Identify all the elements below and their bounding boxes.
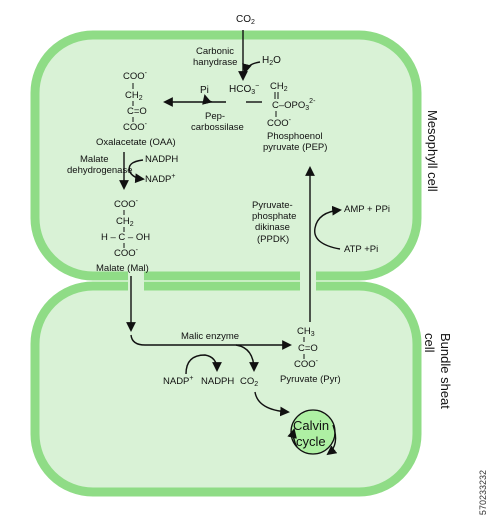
svg-text:COO-: COO- — [267, 117, 292, 129]
c4-pathway-diagram: Mesophyll cell Bundle sheat cell CO2 Car… — [30, 14, 488, 515]
pep-structure: CH2 C–OPO32- COO- — [267, 81, 316, 129]
svg-text:COO-: COO- — [123, 121, 148, 133]
svg-text:COO-: COO- — [114, 247, 139, 259]
malic-enzyme: Malic enzyme — [181, 331, 239, 342]
carbonic-anhydrase-2: hanydrase — [193, 57, 237, 68]
nadph-mesophyll: NADPH — [145, 154, 178, 165]
arrow-nadp-cycle — [185, 354, 222, 375]
pyruvate-name: Pyruvate (Pyr) — [280, 374, 341, 385]
calvin-label-2: cycle — [296, 434, 326, 449]
malate-name: Malate (Mal) — [96, 263, 149, 274]
carbonic-anhydrase-1: Carbonic — [196, 46, 234, 57]
svg-text:COO-: COO- — [123, 70, 148, 82]
pepc-2: carbossilase — [191, 122, 244, 133]
pyruvate-structure: CH3 C=O COO- — [294, 326, 319, 370]
svg-text:CH2: CH2 — [270, 81, 288, 93]
svg-text:C–OPO32-: C–OPO32- — [272, 98, 316, 112]
svg-text:COO-: COO- — [294, 358, 319, 370]
svg-text:CH2: CH2 — [125, 90, 143, 102]
arrow-pi-release — [202, 94, 213, 105]
ppdk-name-4: (PPDK) — [257, 234, 289, 245]
calvin-cycle-arrow — [326, 424, 338, 456]
pi-top: Pi — [200, 85, 209, 96]
pepc-1: Pep- — [205, 111, 225, 122]
calvin-label-1: Calvin — [293, 418, 329, 433]
svg-text:CH3: CH3 — [297, 326, 315, 338]
diagram-canvas: Mesophyll cell Bundle sheat cell CO2 Car… — [30, 14, 453, 497]
ppdk-name-1: Pyruvate- — [252, 200, 293, 211]
mesophyll-label: Mesophyll cell — [425, 110, 440, 192]
svg-text:H – C – OH: H – C – OH — [101, 232, 150, 243]
pep-name-2: pyruvate (PEP) — [263, 142, 327, 153]
calvin-cycle-arrow-2 — [287, 428, 298, 448]
nadp-bundle: NADP+ — [163, 375, 194, 387]
arrow-malate-to-pyr — [130, 334, 292, 350]
nadph-bundle: NADPH — [201, 376, 234, 387]
h2o: H2O — [262, 55, 281, 67]
bundle-label-2: cell — [422, 333, 437, 353]
nadp-mesophyll: NADP+ — [145, 173, 176, 185]
atp-pi: ATP +Pi — [344, 244, 378, 255]
bundle-label: Bundle sheat — [438, 333, 453, 409]
svg-text:CH2: CH2 — [116, 216, 134, 228]
pep-name-1: Phosphoenol — [267, 131, 322, 142]
bundle-sheath-cell — [30, 281, 422, 497]
malate-structure: COO- CH2 H – C – OH COO- — [101, 198, 150, 259]
co2-bundle: CO2 — [240, 376, 258, 388]
co2-top: CO2 — [236, 14, 255, 26]
arrow-co2-to-calvin — [254, 391, 290, 417]
plasmodesma-channel — [128, 270, 144, 292]
mdh-name-1: Malate — [80, 154, 109, 165]
ppdk-name-2: phosphate — [252, 211, 296, 222]
hco3: HCO3− — [229, 83, 259, 96]
arrow-to-co2 — [235, 344, 259, 372]
svg-text:C=O: C=O — [127, 106, 147, 117]
watermark-id: 570233232 — [478, 470, 488, 515]
amp-ppi: AMP + PPi — [344, 204, 390, 215]
oaa-name: Oxalacetate (OAA) — [96, 137, 176, 148]
svg-text:COO-: COO- — [114, 198, 139, 210]
arrow-nadph-in — [128, 159, 145, 184]
svg-text:C=O: C=O — [298, 343, 318, 354]
arrow-atp-to-amp — [314, 205, 342, 250]
plasmodesma-channel-2 — [300, 270, 316, 292]
oaa-structure: COO- CH2 C=O COO- — [123, 70, 148, 133]
mdh-name-2: dehydrogenase — [67, 165, 133, 176]
arrow-h2o — [242, 61, 261, 74]
ppdk-name-3: dikinase — [255, 222, 290, 233]
